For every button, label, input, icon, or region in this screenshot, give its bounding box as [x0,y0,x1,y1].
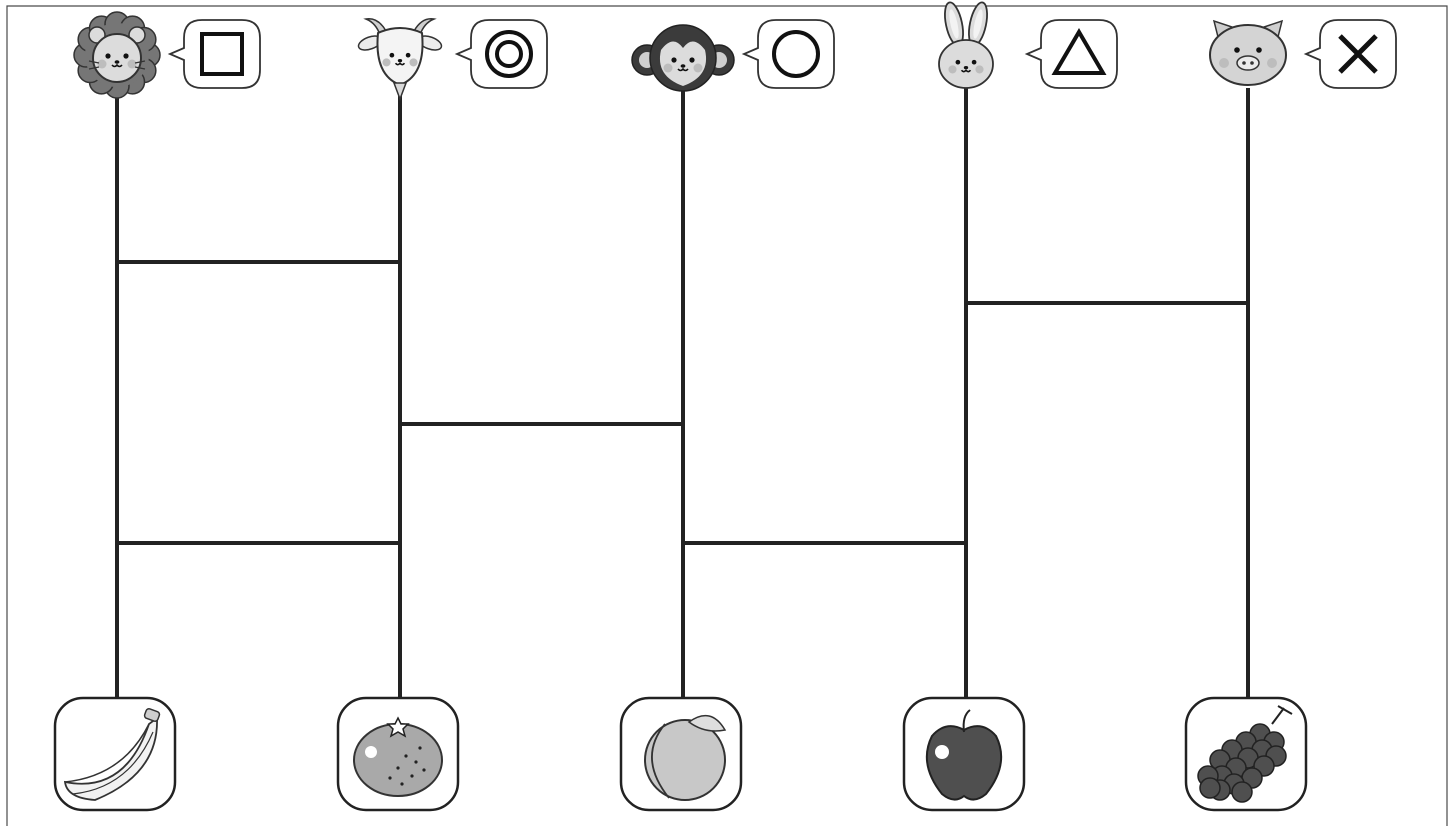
fruit-box-orange[interactable] [338,698,458,810]
fruit-box-grapes[interactable] [1186,698,1306,810]
fruit-box-banana[interactable] [55,698,175,810]
fruit-box-peach[interactable] [621,698,741,810]
goat-icon [357,19,444,99]
speech-bubble-monkey [744,20,834,88]
speech-bubble-rabbit [1027,20,1117,88]
speech-bubble-pig [1306,20,1396,88]
pig-icon [1210,21,1286,85]
monkey-icon [632,25,734,91]
lion-icon [74,12,160,98]
speech-bubble-lion [170,20,260,88]
speech-bubble-goat [457,20,547,88]
rabbit-icon [939,1,993,88]
fruit-box-apple[interactable] [904,698,1024,810]
